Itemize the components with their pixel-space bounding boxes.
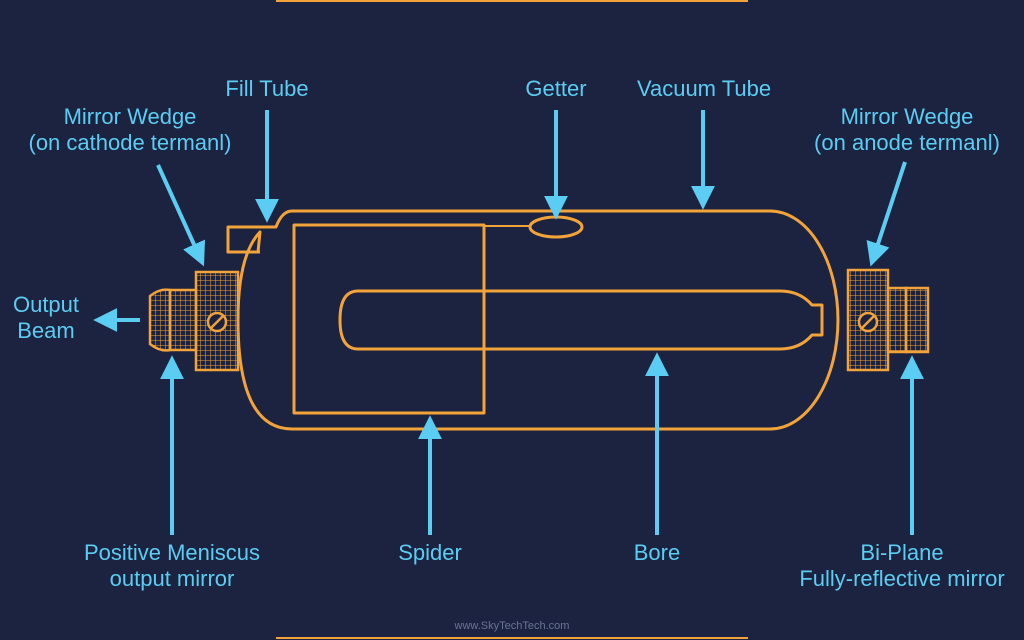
label-getter: Getter [525, 76, 587, 101]
vacuum-tube-body [226, 209, 840, 431]
arrow-mirror-wedge-anode [866, 161, 907, 267]
label-output-beam: Output Beam [12, 292, 80, 343]
label-fill-tube: Fill Tube [225, 76, 309, 101]
label-mirror-wedge-cathode: Mirror Wedge (on cathode termanl) [28, 104, 232, 155]
fill-tube [226, 227, 260, 254]
spider-block [292, 223, 486, 415]
getter [528, 215, 584, 239]
bore [338, 289, 824, 351]
watermark: www.SkyTechTech.com [454, 620, 570, 632]
label-bi-plane: Bi-Plane Fully-reflective mirror [799, 540, 1005, 591]
label-mirror-wedge-anode: Mirror Wedge (on anode termanl) [814, 104, 1000, 155]
bi-plane-mirror [904, 286, 930, 354]
top-accent-bar [276, 0, 748, 2]
left-mirror-assembly [148, 270, 240, 372]
positive-meniscus-mirror [148, 288, 172, 352]
label-vacuum-tube: Vacuum Tube [636, 76, 772, 101]
label-spider: Spider [398, 540, 462, 565]
right-mirror-assembly [846, 268, 930, 372]
label-bore: Bore [633, 540, 681, 565]
arrow-mirror-wedge-cathode [156, 164, 205, 267]
label-positive-meniscus: Positive Meniscus output mirror [83, 540, 261, 591]
bottom-accent-bar [276, 637, 748, 639]
